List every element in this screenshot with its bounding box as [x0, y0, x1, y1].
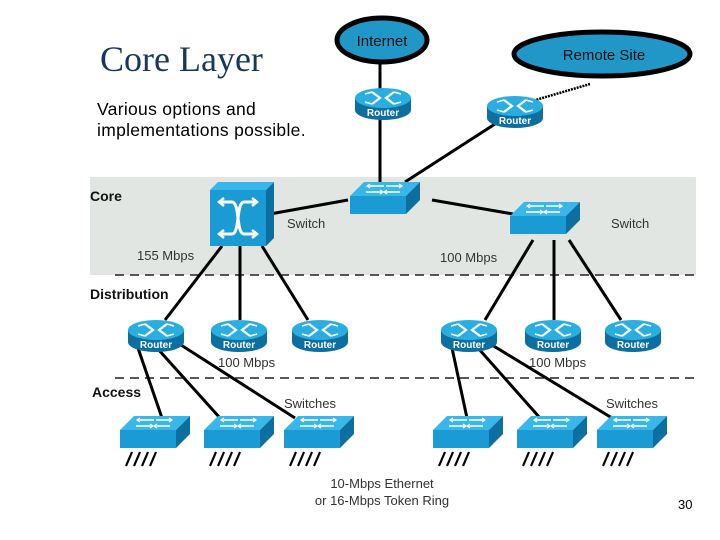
link-core-dist-l1 [163, 245, 224, 321]
remote-site-label: Remote Site [563, 47, 646, 64]
links [136, 50, 623, 420]
router-icon: Router [353, 86, 413, 122]
router-icon: Router [603, 318, 663, 354]
workgroup-switch-icon [283, 415, 355, 468]
link-core-dist-l3 [260, 245, 310, 321]
link-atm-core-switch [269, 198, 349, 216]
atm-switch-icon [210, 182, 274, 246]
speed-dist-right: 100 Mbps [529, 355, 587, 370]
workgroup-switch-icon [349, 181, 421, 215]
core-switch-left-label: Switch [287, 216, 325, 231]
workgroup-switch-icon [119, 415, 191, 468]
workgroup-switch-icon [509, 201, 581, 235]
router-icon: Router [209, 318, 269, 354]
router-label: Router [537, 340, 569, 351]
ethernet-legs-icon [437, 450, 471, 468]
page-number: 30 [678, 497, 693, 512]
link-core-dist-r1 [483, 239, 535, 321]
router-label: Router [304, 340, 336, 351]
access-switches-left-label: Switches [284, 396, 337, 411]
link-dist-access-l2 [155, 346, 222, 420]
router-icon: Router [290, 318, 350, 354]
router-label: Router [367, 108, 399, 119]
layer-label-access: Access [92, 384, 141, 400]
link-core-switch-right [431, 198, 514, 216]
router-label: Router [499, 116, 531, 127]
router-icon: Router [126, 318, 186, 354]
link-dist-access-l1 [136, 347, 164, 419]
ethernet-legs-icon [601, 450, 635, 468]
core-switch-right-label: Switch [611, 216, 649, 231]
workgroup-switch-icon [432, 415, 504, 468]
link-dist-access-r3 [491, 343, 613, 420]
slide-title: Core Layer [100, 39, 263, 79]
link-dist-access-l3 [180, 343, 296, 420]
access-switches-right-label: Switches [606, 396, 659, 411]
router-icon: Router [439, 318, 499, 354]
ethernet-legs-icon [124, 450, 158, 468]
slide-subtitle: Various options and implementations poss… [97, 99, 306, 141]
router-icon: Router [485, 94, 545, 130]
ethernet-legs-icon [208, 450, 242, 468]
link-dist-access-r1 [450, 347, 469, 419]
access-media-line-2: or 16-Mbps Token Ring [315, 493, 449, 508]
speed-core-right: 100 Mbps [440, 250, 498, 265]
ethernet-legs-icon [288, 450, 322, 468]
workgroup-switch-icon [203, 415, 275, 468]
router-label: Router [140, 340, 172, 351]
remote-site-cloud: Remote Site [511, 29, 693, 79]
router-label: Router [223, 340, 255, 351]
internet-label: Internet [357, 33, 409, 50]
workgroup-switch-icon [516, 415, 588, 468]
ethernet-legs-icon [521, 450, 555, 468]
subtitle-line-2: implementations possible. [97, 120, 306, 140]
link-remote-router-core-switch [404, 122, 496, 184]
router-label: Router [617, 340, 649, 351]
speed-dist-left: 100 Mbps [218, 355, 276, 370]
internet-cloud: Internet [334, 15, 430, 65]
link-dist-access-r2 [476, 347, 542, 419]
access-media-line-1: 10-Mbps Ethernet [330, 476, 434, 491]
speed-core-left: 155 Mbps [137, 248, 195, 263]
subtitle-line-1: Various options and [97, 99, 257, 119]
layer-label-distribution: Distribution [90, 286, 169, 302]
router-label: Router [453, 340, 485, 351]
link-core-dist-r3 [567, 239, 623, 321]
workgroup-switch-icon [596, 415, 668, 468]
layer-label-core: Core [90, 188, 122, 204]
router-icon: Router [523, 318, 583, 354]
